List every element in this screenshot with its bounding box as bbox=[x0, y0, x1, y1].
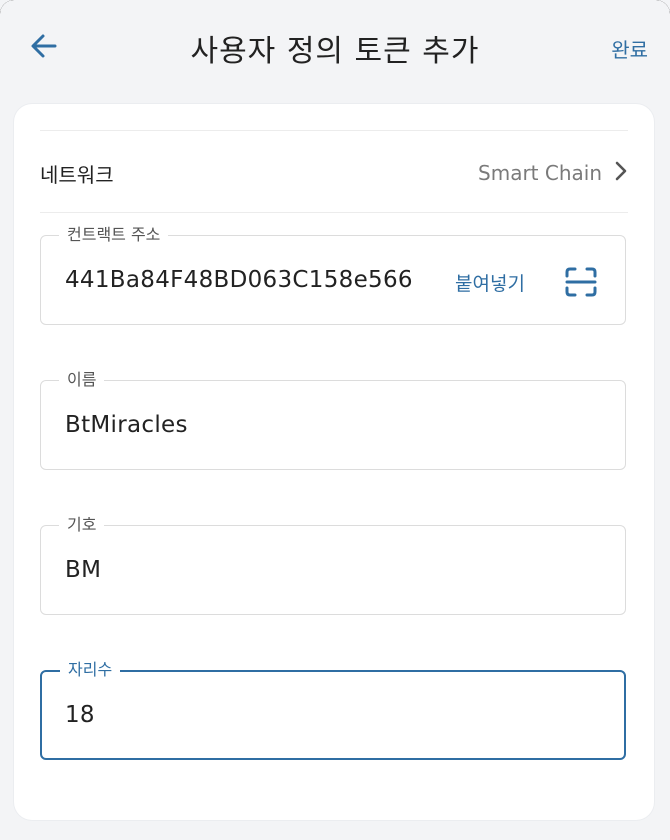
name-label: 이름 bbox=[59, 369, 105, 391]
decimals-label: 자리수 bbox=[60, 659, 121, 681]
decimals-field[interactable]: 자리수 18 bbox=[40, 659, 626, 760]
arrow-left-icon bbox=[30, 32, 58, 64]
symbol-field[interactable]: 기호 BM bbox=[40, 514, 626, 615]
contract-address-field[interactable]: 컨트랙트 주소 441Ba84F48BD063C158e566 붙여넣기 bbox=[40, 224, 626, 325]
network-value-group: Smart Chain bbox=[478, 161, 628, 186]
network-label: 네트워크 bbox=[40, 162, 114, 187]
top-app-bar: 사용자 정의 토큰 추가 완료 bbox=[0, 0, 670, 96]
back-button[interactable] bbox=[22, 26, 66, 70]
page-title: 사용자 정의 토큰 추가 bbox=[190, 34, 480, 69]
name-value[interactable]: BtMiracles bbox=[65, 412, 188, 438]
decimals-value[interactable]: 18 bbox=[65, 702, 95, 728]
scan-button[interactable] bbox=[561, 266, 601, 302]
paste-button[interactable]: 붙여넣기 bbox=[455, 273, 525, 295]
contract-address-label: 컨트랙트 주소 bbox=[59, 224, 169, 246]
done-button[interactable]: 완료 bbox=[611, 38, 648, 62]
divider-top bbox=[40, 130, 628, 131]
network-value: Smart Chain bbox=[478, 161, 602, 185]
qr-scan-icon bbox=[565, 267, 597, 301]
name-field[interactable]: 이름 BtMiracles bbox=[40, 369, 626, 470]
token-form-card: 네트워크 Smart Chain 컨트랙트 주소 441Ba84F48BD063… bbox=[14, 104, 654, 820]
chevron-right-icon bbox=[614, 161, 628, 186]
symbol-label: 기호 bbox=[59, 514, 105, 536]
divider-network bbox=[40, 212, 628, 213]
contract-address-value[interactable]: 441Ba84F48BD063C158e566 bbox=[65, 267, 413, 293]
symbol-value[interactable]: BM bbox=[65, 557, 102, 583]
network-selector[interactable]: 네트워크 Smart Chain bbox=[14, 132, 654, 214]
